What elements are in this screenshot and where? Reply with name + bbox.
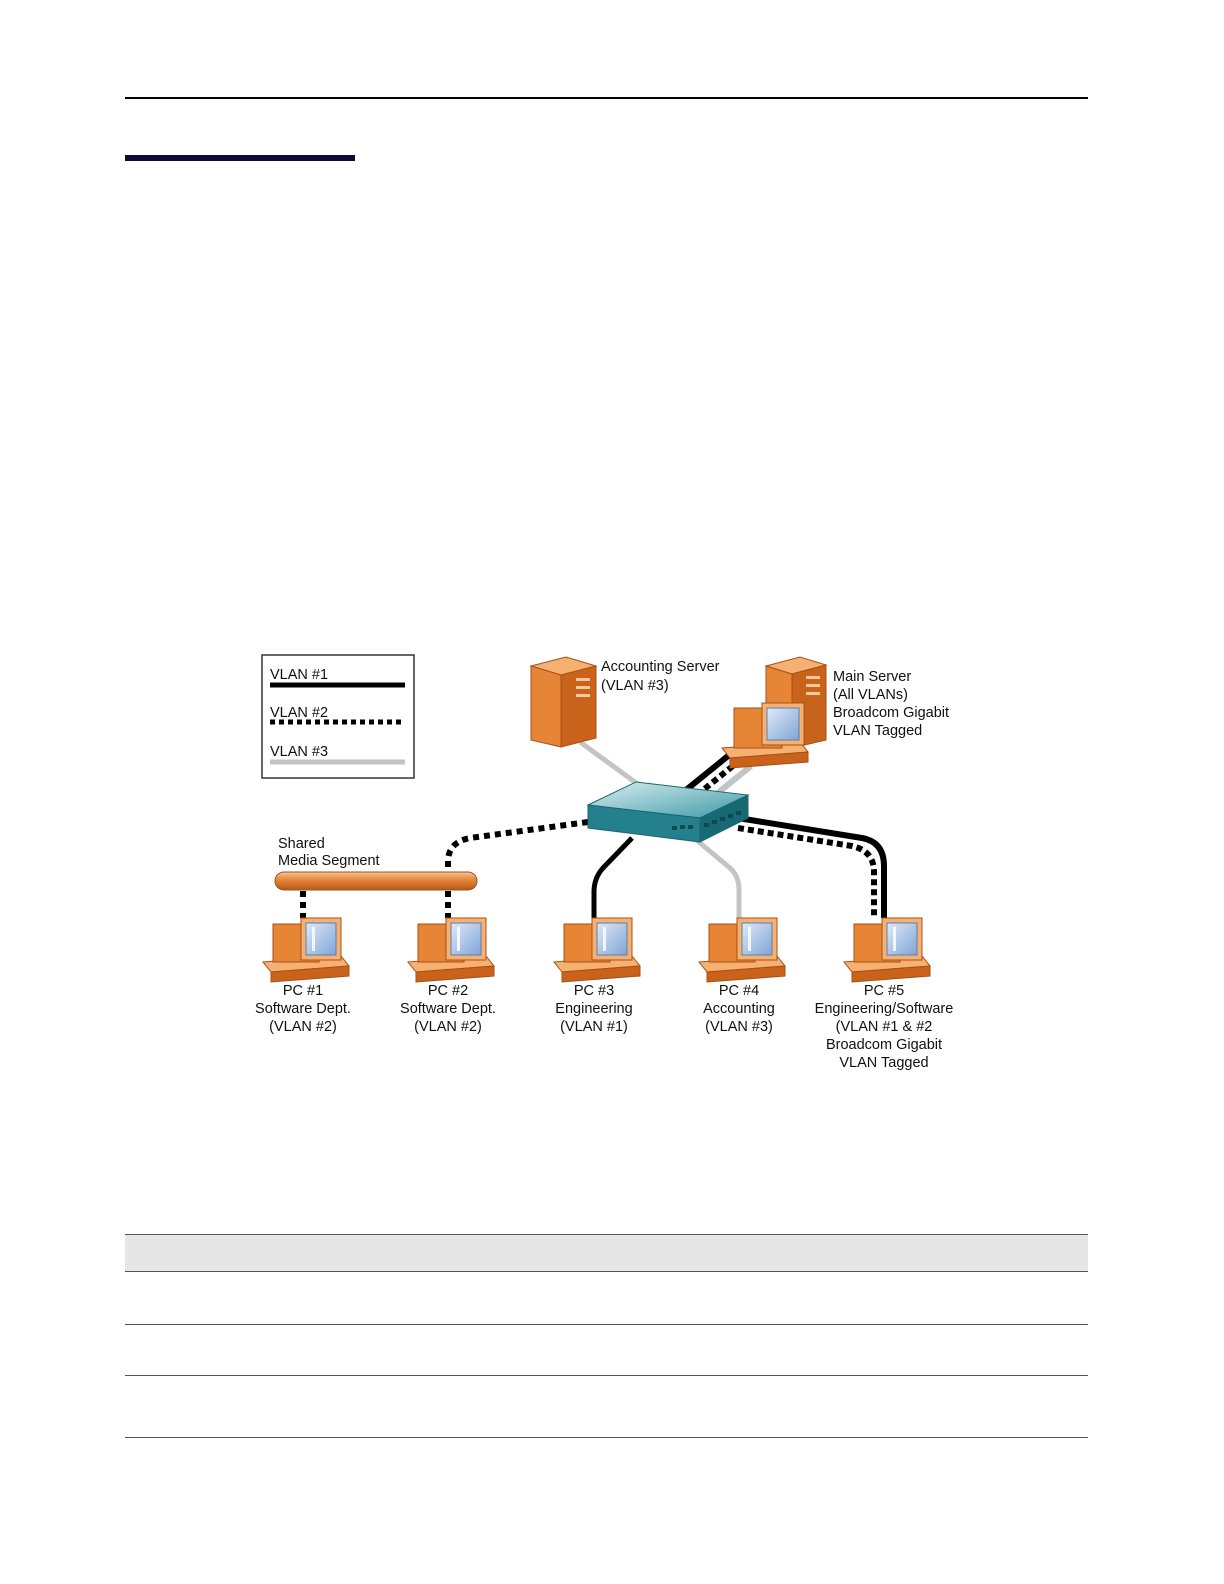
cable-main-server-vlan1 — [684, 753, 730, 793]
pc-1-label-1: PC #1 — [283, 983, 323, 999]
main-server-label-2: (All VLANs) — [833, 687, 908, 703]
legend-vlan3-label: VLAN #3 — [270, 744, 328, 760]
main-server-label-1: Main Server — [833, 669, 911, 685]
pc-5-label-4: Broadcom Gigabit — [826, 1037, 942, 1053]
pc-3-label-1: PC #3 — [574, 983, 614, 999]
legend-vlan2-label: VLAN #2 — [270, 705, 328, 721]
pc-1-label-2: Software Dept. — [255, 1001, 351, 1017]
pc-5: PC #5 Engineering/Software (VLAN #1 & #2 Br… — [815, 917, 954, 1071]
computer-icon — [698, 917, 786, 983]
computer-icon — [843, 917, 931, 983]
pc-5-label-5: VLAN Tagged — [839, 1055, 928, 1071]
legend: VLAN #1 VLAN #2 VLAN #3 — [261, 654, 415, 779]
pc-2-label-1: PC #2 — [428, 983, 468, 999]
accounting-server-icon: Accounting Server (VLAN #3) — [529, 656, 720, 748]
main-server-icon: Main Server (All VLANs) Broadcom Gigabit… — [721, 656, 949, 769]
pc-workstations: PC #1 Software Dept. (VLAN #2) PC #2 Softwar… — [255, 917, 954, 1071]
main-server-label-3: Broadcom Gigabit — [833, 705, 949, 721]
cable-pc4 — [692, 836, 742, 918]
table-row — [125, 1376, 1088, 1438]
pc-4-label-3: (VLAN #3) — [705, 1019, 773, 1035]
pc-3-label-2: Engineering — [555, 1001, 632, 1017]
pc-2: PC #2 Software Dept. (VLAN #2) — [400, 917, 496, 1035]
pc-4-label-1: PC #4 — [719, 983, 759, 999]
pc-4: PC #4 Accounting (VLAN #3) — [698, 917, 786, 1035]
section-title-bar — [125, 155, 355, 161]
table-row — [125, 1272, 1088, 1325]
cable-shared-segment — [445, 819, 589, 870]
pc-1-label-3: (VLAN #2) — [269, 1019, 337, 1035]
pc-5-label-3: (VLAN #1 & #2 — [836, 1019, 933, 1035]
table-header-row — [125, 1234, 1088, 1272]
pc-2-label-3: (VLAN #2) — [414, 1019, 482, 1035]
computer-icon — [553, 917, 641, 983]
cable-pc5-vlan1 — [737, 815, 887, 918]
accounting-server-label-2: (VLAN #3) — [601, 678, 669, 694]
header-rule — [125, 97, 1088, 99]
pc-3: PC #3 Engineering (VLAN #1) — [553, 917, 641, 1035]
legend-vlan1-label: VLAN #1 — [270, 667, 328, 683]
shared-segment-label-2: Media Segment — [278, 853, 380, 869]
shared-media-segment: Shared Media Segment — [274, 836, 478, 891]
computer-icon — [262, 917, 350, 983]
pc-5-label-1: PC #5 — [864, 983, 904, 999]
pc-5-label-2: Engineering/Software — [815, 1001, 954, 1017]
cable-pc5-vlan2 — [737, 825, 877, 918]
pc-2-label-2: Software Dept. — [400, 1001, 496, 1017]
table-row — [125, 1325, 1088, 1376]
pc-1: PC #1 Software Dept. (VLAN #2) — [255, 917, 351, 1035]
shared-segment-label-1: Shared — [278, 836, 325, 852]
main-server-label-4: VLAN Tagged — [833, 723, 922, 739]
pc-3-label-3: (VLAN #1) — [560, 1019, 628, 1035]
network-switch — [586, 781, 750, 843]
pc-4-label-2: Accounting — [703, 1001, 775, 1017]
accounting-server-label-1: Accounting Server — [601, 659, 720, 675]
cable-pc3 — [591, 836, 634, 918]
computer-icon — [407, 917, 495, 983]
